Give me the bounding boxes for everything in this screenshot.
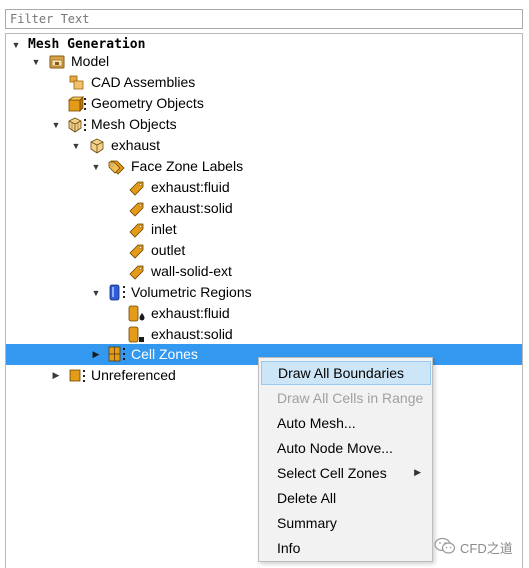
tree-item-label: exhaust:fluid [151,305,230,321]
tree-item-geometry-objects[interactable]: Geometry Objects [6,93,522,114]
menu-item-summary[interactable]: Summary [261,511,431,535]
expanded-arrow-icon[interactable]: ▼ [11,39,21,50]
tree-item-label: exhaust [111,137,161,153]
tree-item-region[interactable]: exhaust:fluid [6,303,522,324]
label-tag-icon [128,221,146,238]
filter-text-input[interactable] [5,9,523,29]
tree-item-label: exhaust:solid [151,326,233,342]
label-tag-icon [128,242,146,259]
tree-item-face-zone[interactable]: outlet [6,240,522,261]
cell-zones-icon [108,346,126,363]
geometry-objects-icon [68,95,86,112]
tree-item-label: Face Zone Labels [131,158,244,174]
tree-item-exhaust[interactable]: ▼ exhaust [6,135,522,156]
model-icon [48,53,66,70]
collapsed-arrow-icon[interactable]: ▶ [92,349,100,359]
label-tag-icon [128,200,146,217]
menu-item-delete-all[interactable]: Delete All [261,486,431,510]
context-menu: Draw All Boundaries Draw All Cells in Ra… [258,357,433,562]
tree-item-face-zone[interactable]: inlet [6,219,522,240]
label-tag-icon [128,263,146,280]
menu-item-info[interactable]: Info [261,536,431,560]
tree-item-label: Cell Zones [131,346,198,362]
tree-item-label: Mesh Generation [28,37,146,52]
tree-item-mesh-objects[interactable]: ▼ Mesh Objects [6,114,522,135]
tree-item-face-zone[interactable]: exhaust:solid [6,198,522,219]
menu-item-label: Info [277,540,301,556]
tree-item-model[interactable]: ▼ Model [6,51,522,72]
face-zone-labels-icon [108,158,126,175]
menu-item-label: Summary [277,515,337,531]
tree-item-unreferenced[interactable]: ▶ Unreferenced [6,365,522,386]
expanded-arrow-icon[interactable]: ▼ [91,161,101,172]
tree-item-label: Mesh Objects [91,116,177,132]
menu-item-label: Draw All Cells in Range [277,390,424,406]
tree-item-label: Geometry Objects [91,95,204,111]
tree-item-label: Unreferenced [91,367,176,383]
tree-item-label: exhaust:solid [151,200,233,216]
expanded-arrow-icon[interactable]: ▼ [31,56,41,67]
menu-item-label: Delete All [277,490,337,506]
tree-item-region[interactable]: exhaust:solid [6,324,522,345]
tree-item-volumetric-regions[interactable]: ▼ Volumetric Regions [6,282,522,303]
tree-item-mesh-generation[interactable]: ▼ Mesh Generation [6,34,522,55]
tree-item-label: inlet [151,221,177,237]
expanded-arrow-icon[interactable]: ▼ [51,119,61,130]
menu-item-auto-node-move[interactable]: Auto Node Move... [261,436,431,460]
menu-item-draw-all-boundaries[interactable]: Draw All Boundaries [261,361,431,385]
submenu-arrow-icon: ▶ [414,467,421,477]
watermark: CFD之道 [434,537,513,558]
tree-item-label: CAD Assemblies [91,74,196,90]
mesh-objects-icon [68,116,86,133]
tree-item-label: Model [71,53,110,69]
menu-item-label: Auto Node Move... [277,440,393,456]
tree-item-label: Volumetric Regions [131,284,252,300]
menu-item-draw-all-cells-in-range: Draw All Cells in Range [261,386,431,410]
tree-item-face-zone[interactable]: exhaust:fluid [6,177,522,198]
unreferenced-icon [68,367,86,384]
tree-item-label: exhaust:fluid [151,179,230,195]
collapsed-arrow-icon[interactable]: ▶ [52,370,60,380]
menu-item-select-cell-zones[interactable]: Select Cell Zones ▶ [261,461,431,485]
menu-item-label: Auto Mesh... [277,415,356,431]
expanded-arrow-icon[interactable]: ▼ [91,287,101,298]
tree-item-label: outlet [151,242,186,258]
menu-item-label: Select Cell Zones [277,465,387,481]
volumetric-regions-icon [108,284,126,301]
mesh-object-icon [88,137,106,154]
expanded-arrow-icon[interactable]: ▼ [71,140,81,151]
fluid-region-icon [128,305,146,322]
menu-item-label: Draw All Boundaries [278,365,405,381]
tree-item-cad-assemblies[interactable]: CAD Assemblies [6,72,522,93]
cad-assemblies-icon [68,74,86,91]
tree-item-face-zone-labels[interactable]: ▼ Face Zone Labels [6,156,522,177]
tree-item-face-zone[interactable]: wall-solid-ext [6,261,522,282]
wechat-logo-icon [434,537,456,558]
label-tag-icon [128,179,146,196]
menu-item-auto-mesh[interactable]: Auto Mesh... [261,411,431,435]
watermark-text: CFD之道 [460,541,513,556]
tree-item-label: wall-solid-ext [151,263,232,279]
solid-region-icon [128,326,146,343]
